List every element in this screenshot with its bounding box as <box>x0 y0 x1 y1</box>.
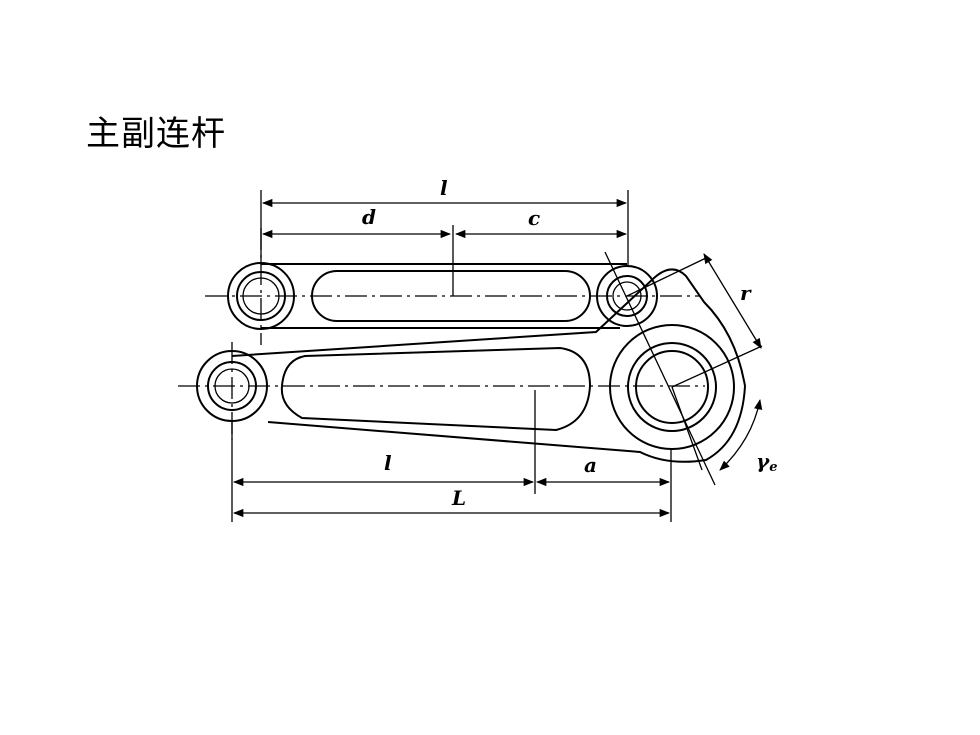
upper-slot <box>311 270 591 322</box>
label-c: c <box>528 206 540 230</box>
page-title: 主副连杆 <box>86 114 226 154</box>
label-a: a <box>584 453 597 477</box>
articulated-pin <box>596 265 658 327</box>
lower-slot <box>280 346 592 432</box>
label-l-top: l <box>440 176 448 200</box>
inclined-line <box>604 251 716 486</box>
r-dimension <box>703 253 762 349</box>
label-d: d <box>362 205 376 229</box>
articulated-rod <box>227 262 627 330</box>
gamma-arc <box>719 398 763 471</box>
label-L: L <box>451 486 466 510</box>
label-r: r <box>740 281 752 305</box>
label-l-bottom: l <box>384 451 392 475</box>
big-end-outer <box>609 324 735 450</box>
label-gamma: γe <box>756 449 777 475</box>
main-rod <box>196 268 747 463</box>
